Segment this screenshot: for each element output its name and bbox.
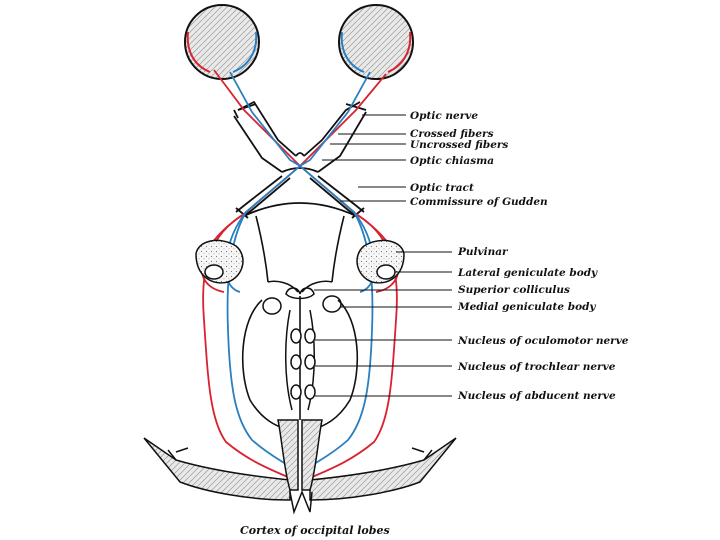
label-superior-colliculus: Superior colliculus: [458, 284, 570, 296]
leader-lines: [314, 114, 452, 397]
label-lateral-geniculate: Lateral geniculate body: [458, 267, 598, 279]
label-nucleus-abducent: Nucleus of abducent nerve: [458, 390, 616, 402]
label-medial-geniculate: Medial geniculate body: [458, 301, 596, 313]
label-cortex-occipital: Cortex of occipital lobes: [240, 524, 390, 537]
label-optic-nerve: Optic nerve: [410, 110, 479, 122]
tract-connections: [241, 215, 359, 431]
label-nucleus-trochlear: Nucleus of trochlear nerve: [458, 361, 616, 373]
optic-nerves: [233, 100, 367, 173]
occipital-cortex: [143, 419, 457, 515]
label-uncrossed-fibers: Uncrossed fibers: [410, 139, 509, 151]
label-commissure-gudden: Commissure of Gudden: [410, 196, 548, 208]
optic-tracts: [235, 152, 365, 219]
medial-geniculate-bodies: [262, 295, 342, 315]
label-optic-tract: Optic tract: [410, 182, 474, 194]
label-crossed-fibers: Crossed fibers: [410, 128, 494, 140]
label-optic-chiasma: Optic chiasma: [410, 155, 495, 167]
right-eyeball: [338, 4, 414, 80]
label-nucleus-oculomotor: Nucleus of oculomotor nerve: [458, 335, 629, 347]
label-pulvinar: Pulvinar: [458, 246, 508, 258]
lateral-geniculate-bodies: [204, 264, 396, 280]
nuclei-column: [284, 309, 316, 411]
left-eyeball: [184, 4, 260, 80]
